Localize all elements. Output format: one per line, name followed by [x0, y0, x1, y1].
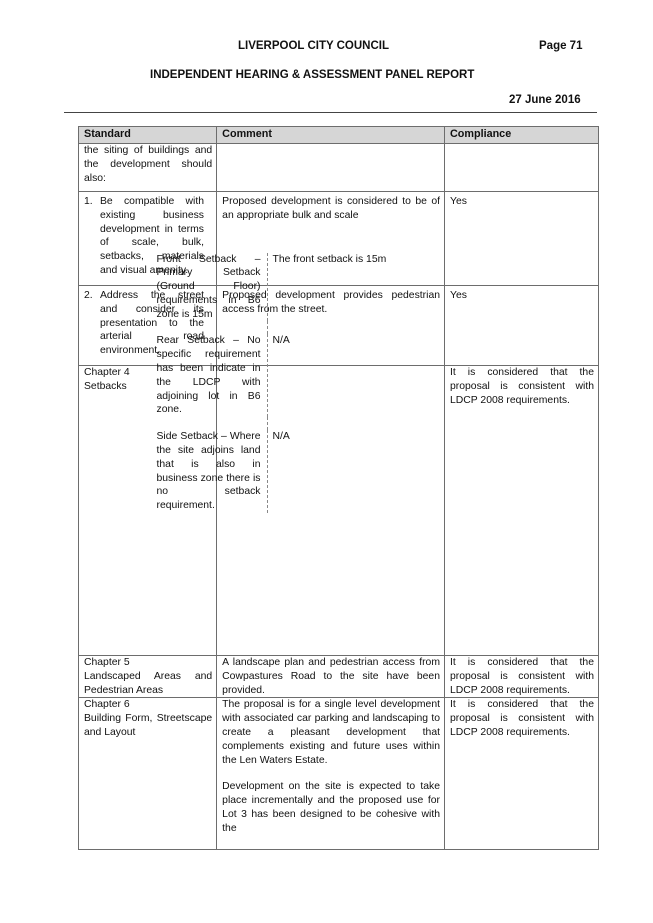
list-number: 2. — [84, 290, 93, 301]
comment-cell: Front Setback – Primary Setback (Ground … — [157, 252, 653, 656]
table-row: the siting of buildings and the developm… — [77, 143, 599, 192]
report-title: INDEPENDENT HEARING & ASSESSMENT PANEL R… — [150, 69, 475, 81]
standard-text: Address the street and consider its pres… — [100, 290, 204, 357]
comment-cell — [216, 143, 445, 192]
council-name: LIVERPOOL CITY COUNCIL — [238, 40, 390, 52]
comment-paragraph: The proposal is for a single level devel… — [222, 699, 440, 766]
standard-cell: 1. Be compatible with existing business d… — [77, 191, 218, 286]
assessment-table: Standard Comment Compliance the siting o… — [77, 126, 653, 851]
comment-cell: A landscape plan and pedestrian access f… — [216, 654, 445, 699]
standard-cell: the siting of buildings and the developm… — [77, 143, 218, 192]
comment-cell: The proposal is for a single level devel… — [216, 697, 445, 851]
standard-cell: 2. Address the street and consider its pr… — [77, 285, 218, 366]
standard-cell: Chapter 4 Setbacks — [77, 365, 218, 656]
column-header-compliance: Compliance — [444, 126, 599, 144]
setback-requirement: Front Setback – Primary Setback (Ground … — [156, 253, 261, 320]
comment-paragraph: Development on the site is expected to t… — [222, 781, 440, 834]
setback-row: Rear Setback – No specific requirement h… — [156, 334, 653, 418]
setback-requirement: Side Setback – Where the site adjoins la… — [156, 431, 261, 512]
setback-value: N/A — [266, 430, 653, 514]
compliance-cell — [444, 143, 599, 192]
header-rule — [64, 112, 597, 113]
chapter-title: Landscaped Areas and Pedestrian Areas — [84, 670, 213, 696]
chapter-label: Chapter 5 — [84, 657, 130, 668]
chapter-title: Setbacks — [84, 380, 127, 392]
setback-row: Front Setback – Primary Setback (Ground … — [156, 252, 653, 322]
setback-value: N/A — [266, 334, 653, 418]
table-row: Chapter 6 Building Form, Streetscape and… — [77, 697, 599, 851]
setback-value: The front setback is 15m — [266, 252, 653, 322]
list-number: 1. — [84, 196, 93, 207]
report-date: 27 June 2016 — [509, 94, 581, 106]
column-header-standard: Standard — [77, 126, 218, 144]
compliance-cell: It is considered that the proposal is co… — [444, 697, 599, 851]
chapter-title: Building Form, Streetscape and Layout — [84, 713, 213, 738]
chapter-label: Chapter 6 — [84, 699, 130, 711]
chapter-label: Chapter 4 — [84, 367, 130, 378]
setback-subtable: Front Setback – Primary Setback (Ground … — [156, 252, 653, 514]
column-header-comment: Comment — [216, 126, 445, 144]
standard-text: Be compatible with existing business dev… — [100, 196, 204, 276]
compliance-cell: It is considered that the proposal is co… — [444, 654, 599, 699]
setback-requirement: Rear Setback – No specific requirement h… — [156, 335, 261, 416]
standard-cell: Chapter 5 Landscaped Areas and Pedestria… — [77, 654, 218, 699]
page-number: Page 71 — [539, 40, 583, 52]
table-header-row: Standard Comment Compliance — [77, 126, 599, 144]
standard-cell: Chapter 6 Building Form, Streetscape and… — [77, 697, 218, 851]
table-row: Chapter 4 Setbacks Front Setback – Prima… — [77, 252, 653, 656]
setback-row: Side Setback – Where the site adjoins la… — [156, 430, 653, 514]
table-row: Chapter 5 Landscaped Areas and Pedestria… — [77, 654, 599, 699]
